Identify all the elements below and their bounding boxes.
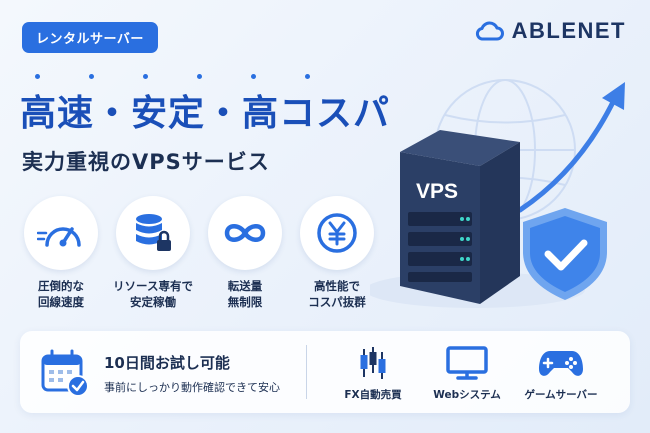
server-label: VPS <box>416 180 458 203</box>
bottom-panel: 10日間お試し可能 事前にしっかり動作確認できて安心 FX自動売買 <box>20 331 630 413</box>
use-case-item: FX自動売買 <box>326 345 420 402</box>
use-case-label: Webシステム <box>433 389 501 401</box>
feature-list: 圧倒的な 回線速度 リソース専有で 安定稼働 転送量 無制限 <box>18 196 380 310</box>
monitor-icon <box>446 346 488 380</box>
trial-block: 10日間お試し可能 事前にしっかり動作確認できて安心 <box>40 348 280 398</box>
shield-check-icon <box>523 208 607 300</box>
database-lock-icon <box>136 214 171 251</box>
headline: 高速・安定・高コスパ <box>20 93 391 134</box>
candlestick-chart-icon <box>360 347 386 379</box>
feature-item: 転送量 無制限 <box>202 196 288 310</box>
headline-dots <box>35 74 310 79</box>
feature-label: 高性能で コスパ抜群 <box>308 279 366 309</box>
feature-label: 転送量 無制限 <box>227 279 263 309</box>
subheadline: 実力重視のVPSサービス <box>22 150 270 174</box>
feature-label: 圧倒的な 回線速度 <box>38 279 84 309</box>
trial-description: 事前にしっかり動作確認できて安心 <box>104 380 280 394</box>
brand-name: ABLENET <box>511 18 626 43</box>
use-case-item: Webシステム <box>420 345 514 402</box>
gamepad-icon <box>539 351 583 376</box>
use-case-item: ゲームサーバー <box>514 345 608 402</box>
rising-arrow-icon <box>517 82 625 213</box>
trial-title: 10日間お試し可能 <box>104 353 230 372</box>
speedometer-icon <box>37 227 81 247</box>
service-category-badge: レンタルサーバー <box>22 22 158 53</box>
server-icon: VPS <box>400 130 520 304</box>
brand-logo[interactable]: ABLENET <box>474 18 626 44</box>
infinity-icon <box>224 224 266 242</box>
feature-item: リソース専有で 安定稼働 <box>110 196 196 310</box>
use-case-label: ゲームサーバー <box>524 389 598 401</box>
yen-coin-icon <box>317 213 357 253</box>
feature-item: 高性能で コスパ抜群 <box>294 196 380 310</box>
divider <box>306 345 307 399</box>
feature-item: 圧倒的な 回線速度 <box>18 196 104 310</box>
feature-label: リソース専有で 安定稼働 <box>113 279 193 309</box>
cloud-icon <box>475 21 504 41</box>
use-case-label: FX自動売買 <box>344 389 402 401</box>
use-case-list: FX自動売買 Webシステム <box>326 345 608 402</box>
calendar-check-icon <box>41 349 89 397</box>
hero-illustration: VPS <box>370 79 625 308</box>
